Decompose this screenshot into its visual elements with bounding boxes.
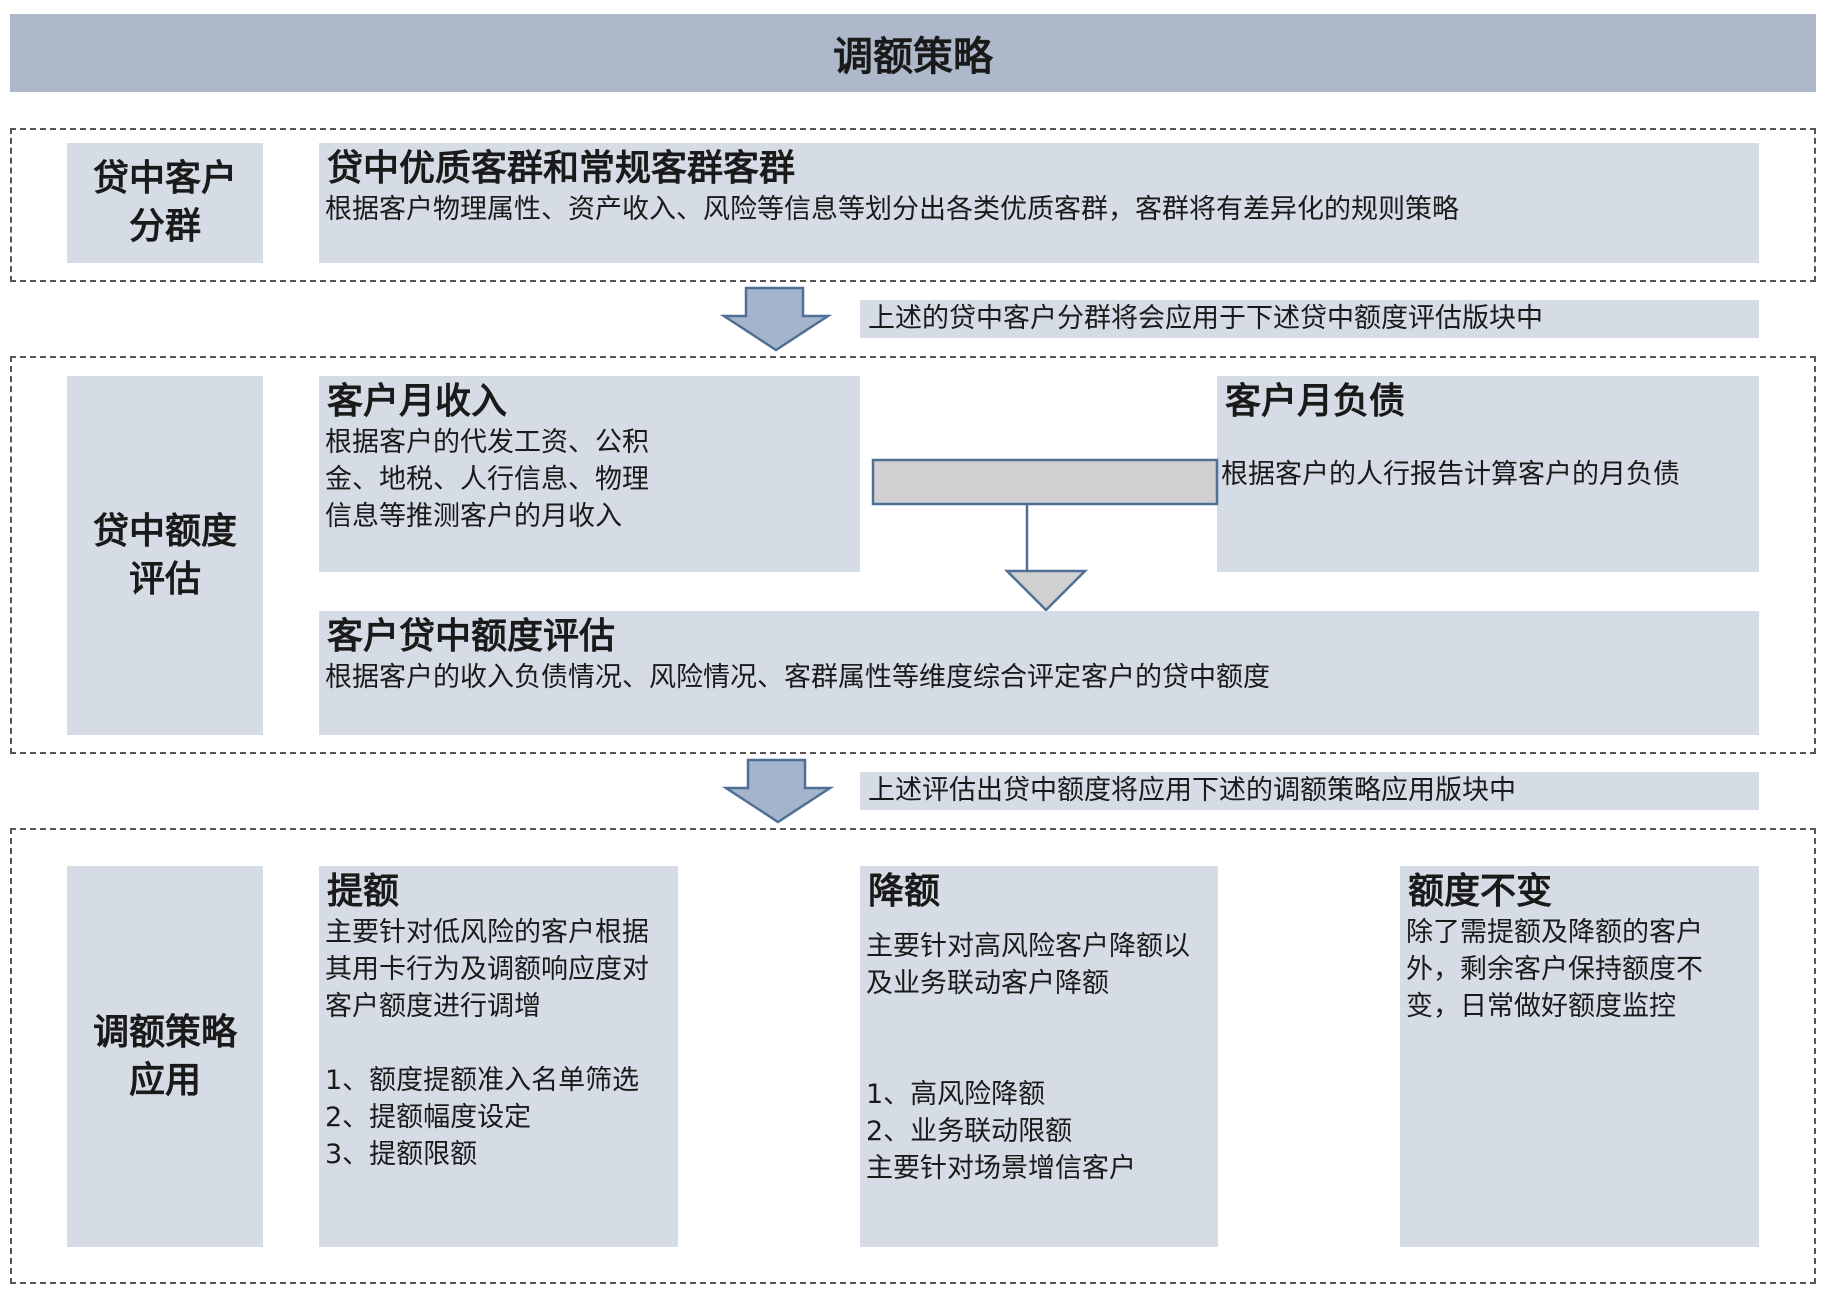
income-card: 客户月收入 根据客户的代发工资、公积 金、地税、人行信息、物理 信息等推测客户的…	[319, 376, 860, 572]
segmentation-label: 贷中客户分群	[67, 143, 263, 263]
assessment-note: 上述评估出贷中额度将应用下述的调额策略应用版块中	[860, 772, 1759, 810]
decrease-card-title: 降额	[868, 871, 941, 912]
debt-card-text: 根据客户的人行报告计算客户的月负债	[1221, 459, 1680, 490]
unchanged-card-title: 额度不变	[1408, 871, 1553, 912]
unchanged-card-text: 除了需提额及降额的客户 外，剩余客户保持额度不 变，日常做好额度监控	[1406, 917, 1703, 1022]
income-card-text: 根据客户的代发工资、公积 金、地税、人行信息、物理 信息等推测客户的月收入	[325, 427, 649, 532]
limit-card-text: 根据客户的收入负债情况、风险情况、客群属性等维度综合评定客户的贷中额度	[325, 662, 1270, 693]
assessment-section	[10, 356, 1816, 754]
segmentation-card: 贷中优质客群和常规客群客群 根据客户物理属性、资产收入、风险等信息等划分出各类优…	[319, 143, 1759, 263]
assessment-label: 贷中额度评估	[67, 376, 263, 735]
debt-card-title: 客户月负债	[1225, 381, 1406, 422]
application-label: 调额策略应用	[67, 866, 263, 1247]
segmentation-note: 上述的贷中客户分群将会应用于下述贷中额度评估版块中	[860, 300, 1759, 338]
increase-card-title: 提额	[327, 871, 400, 912]
limit-card: 客户贷中额度评估 根据客户的收入负债情况、风险情况、客群属性等维度综合评定客户的…	[319, 611, 1759, 735]
flow-arrow-down-2	[722, 758, 834, 824]
limit-card-title: 客户贷中额度评估	[327, 616, 616, 657]
segmentation-section	[10, 128, 1816, 282]
page-title: 调额策略	[10, 14, 1816, 92]
increase-card-text: 主要针对低风险的客户根据 其用卡行为及调额响应度对 客户额度进行调增 1、额度提…	[325, 917, 649, 1170]
decrease-card: 降额 主要针对高风险客户降额以 及业务联动客户降额 1、高风险降额 2、业务联动…	[860, 866, 1218, 1247]
merge-t-arrow	[871, 458, 1219, 612]
debt-card: 客户月负债 根据客户的人行报告计算客户的月负债	[1217, 376, 1759, 572]
application-section	[10, 828, 1816, 1284]
unchanged-card: 额度不变 除了需提额及降额的客户 外，剩余客户保持额度不 变，日常做好额度监控	[1400, 866, 1759, 1247]
flow-arrow-down-1	[720, 286, 832, 352]
segmentation-card-text: 根据客户物理属性、资产收入、风险等信息等划分出各类优质客群，客群将有差异化的规则…	[325, 194, 1459, 225]
segmentation-card-title: 贷中优质客群和常规客群客群	[327, 148, 796, 189]
income-card-title: 客户月收入	[327, 381, 508, 422]
decrease-card-text: 主要针对高风险客户降额以 及业务联动客户降额 1、高风险降额 2、业务联动限额 …	[866, 931, 1190, 1184]
increase-card: 提额 主要针对低风险的客户根据 其用卡行为及调额响应度对 客户额度进行调增 1、…	[319, 866, 678, 1247]
